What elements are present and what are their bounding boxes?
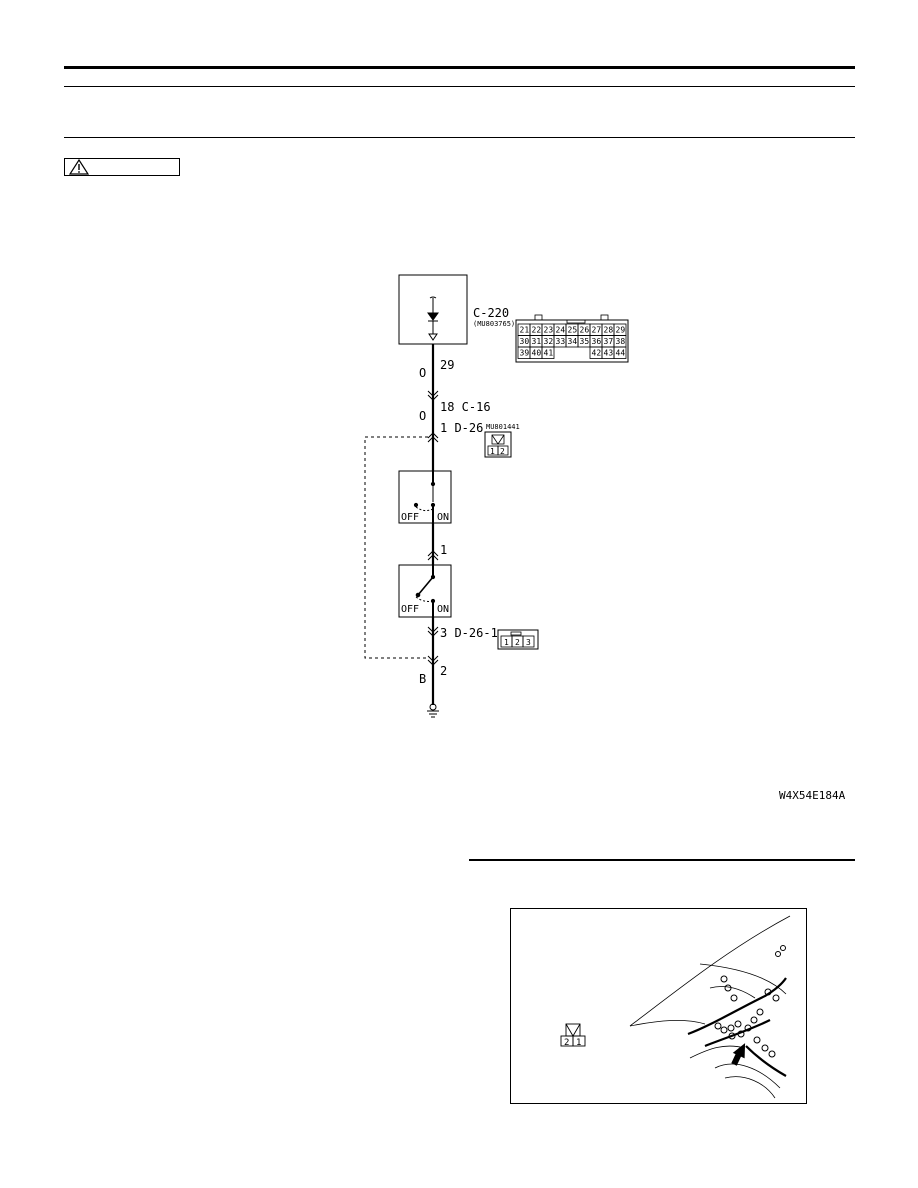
header-rule-thick <box>64 66 855 69</box>
diode-icon <box>427 296 439 341</box>
ecu-pin-label: 27 <box>592 326 602 335</box>
ecu-pin-label: 34 <box>568 337 578 346</box>
ground-pin-label: 2 <box>440 664 447 678</box>
vehicle-interior-sketch <box>629 915 791 1099</box>
switch1-off-label: OFF <box>401 512 419 523</box>
ecu-pin-label: 31 <box>532 337 542 346</box>
ecu-connector-face <box>515 314 629 363</box>
ecu-pin-label: 37 <box>604 337 614 346</box>
lower-connector-label: 3 D-26-1 <box>440 626 498 640</box>
lower-pin-2: 2 <box>515 638 520 647</box>
circuit-diagram: C-220 (MU803765) 29 O 18 C-16 O 1 D-26 M… <box>364 274 629 718</box>
switch-pin-1: 1 <box>490 447 495 456</box>
connector-chevron-mid <box>427 550 439 561</box>
ecu-pin-cell <box>541 346 555 359</box>
ecu-pin-cell <box>613 346 627 359</box>
ecu-pin-label: 39 <box>520 349 530 358</box>
ecu-pin-label: 35 <box>580 337 590 346</box>
lower-pin-3: 3 <box>526 638 531 647</box>
switch-connector-label: 1 D-26 <box>440 421 483 435</box>
location-pin-2: 2 <box>564 1038 569 1048</box>
connector-chevron-c16 <box>427 390 439 401</box>
ecu-pin-label: 28 <box>604 326 614 335</box>
switch-part-number: MU801441 <box>486 423 520 431</box>
connector-chevron-d261 <box>427 626 439 637</box>
switch-2-contacts <box>415 565 436 617</box>
location-arrow-icon <box>731 1043 746 1066</box>
ecu-pin-label: 38 <box>616 337 626 346</box>
ecu-pin-label: 32 <box>544 337 554 346</box>
location-rule <box>469 859 855 861</box>
junction-c16-label: 18 C-16 <box>440 400 491 414</box>
ecu-pin-label: 42 <box>592 349 602 358</box>
ecu-pin-label: 29 <box>616 326 626 335</box>
ecu-pin-label: 21 <box>520 326 530 335</box>
diagram-code: W4X54E184A <box>779 789 846 802</box>
switch-pin-2: 2 <box>500 447 505 456</box>
lower-pin-1: 1 <box>504 638 509 647</box>
ecu-pin-label: 26 <box>580 326 590 335</box>
ecu-pin-label: 36 <box>592 337 602 346</box>
dashed-bracket <box>364 436 428 659</box>
location-connector-icon: 2 1 <box>560 1023 586 1048</box>
lower-connector-face: 1 2 3 <box>497 629 539 650</box>
ecu-pin-label: 22 <box>532 326 542 335</box>
location-view: 2 1 <box>510 908 807 1104</box>
location-pin-1: 1 <box>576 1038 581 1048</box>
ecu-pin-label: 43 <box>604 349 614 358</box>
wire-color-ground: B <box>419 672 426 686</box>
header-rule-thin-2 <box>64 137 855 138</box>
switch2-on-label: ON <box>437 604 449 615</box>
connector-chevron-d26-top <box>427 432 439 443</box>
connector-cluster-sketch <box>714 945 786 1058</box>
ground-icon <box>427 703 439 718</box>
ecu-part-number: (MU803765) <box>473 320 515 328</box>
ecu-pin-label: 33 <box>556 337 566 346</box>
ecu-pin-label: 44 <box>616 349 626 358</box>
ecu-pin-label: 25 <box>568 326 578 335</box>
connector-chevron-ground <box>427 655 439 666</box>
ecu-pin-label: 23 <box>544 326 554 335</box>
wire-color-2: O <box>419 409 426 423</box>
wiring-harness-sketch <box>687 977 787 1077</box>
mid-pin-label: 1 <box>440 543 447 557</box>
warning-triangle-icon <box>69 159 89 175</box>
pin-29-label: 29 <box>440 358 454 372</box>
switch-box-2 <box>398 564 452 618</box>
caution-box <box>64 158 180 176</box>
ecu-pin-label: 30 <box>520 337 530 346</box>
ecu-pin-label: 41 <box>544 349 554 358</box>
ecu-connector-label: C-220 <box>473 306 509 320</box>
ecu-pin-label: 24 <box>556 326 566 335</box>
header-rule-thin-1 <box>64 86 855 87</box>
wire-color-1: O <box>419 366 426 380</box>
ecu-pin-label: 40 <box>532 349 542 358</box>
switch-box-1 <box>398 470 452 524</box>
switch-1-contacts <box>413 471 436 523</box>
switch-connector-face: 1 2 <box>484 431 512 458</box>
switch1-on-label: ON <box>437 512 449 523</box>
switch2-off-label: OFF <box>401 604 419 615</box>
